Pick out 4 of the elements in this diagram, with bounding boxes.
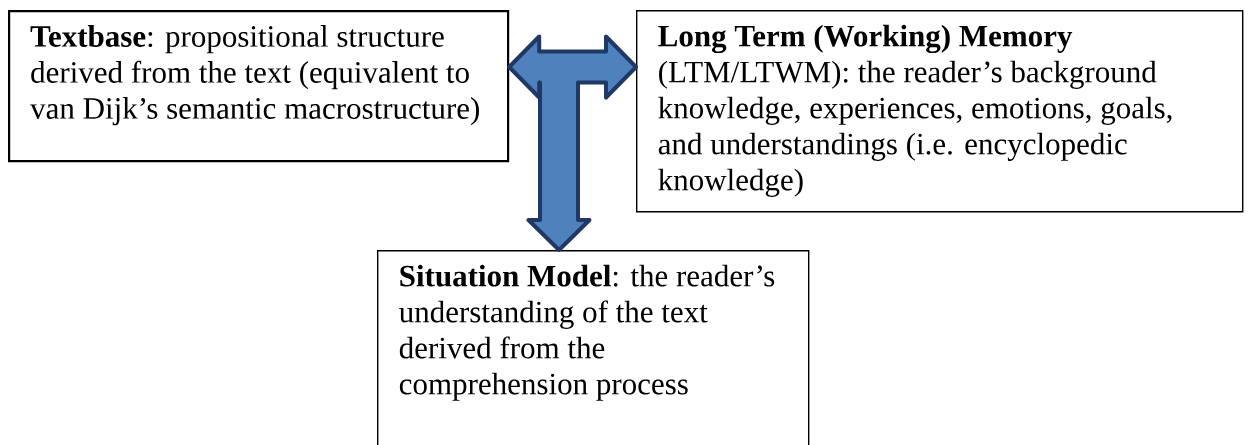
text-box: Situation Model: the reader’s understanding of the text derived from the comprehension process (377, 250, 810, 445)
text-box: Textbase: propositional structure derived from the text (equivalent to van Dijk’s semantic macrostructure) (8, 10, 510, 163)
text-box: Long Term (Working) Memory (LTM/LTWM): the reader’s background knowledge, experiences, emotions, goals, and understandings (i.e. encyclopedic knowledge) (636, 10, 1244, 213)
t-shaped-block-arrow (507, 34, 638, 252)
